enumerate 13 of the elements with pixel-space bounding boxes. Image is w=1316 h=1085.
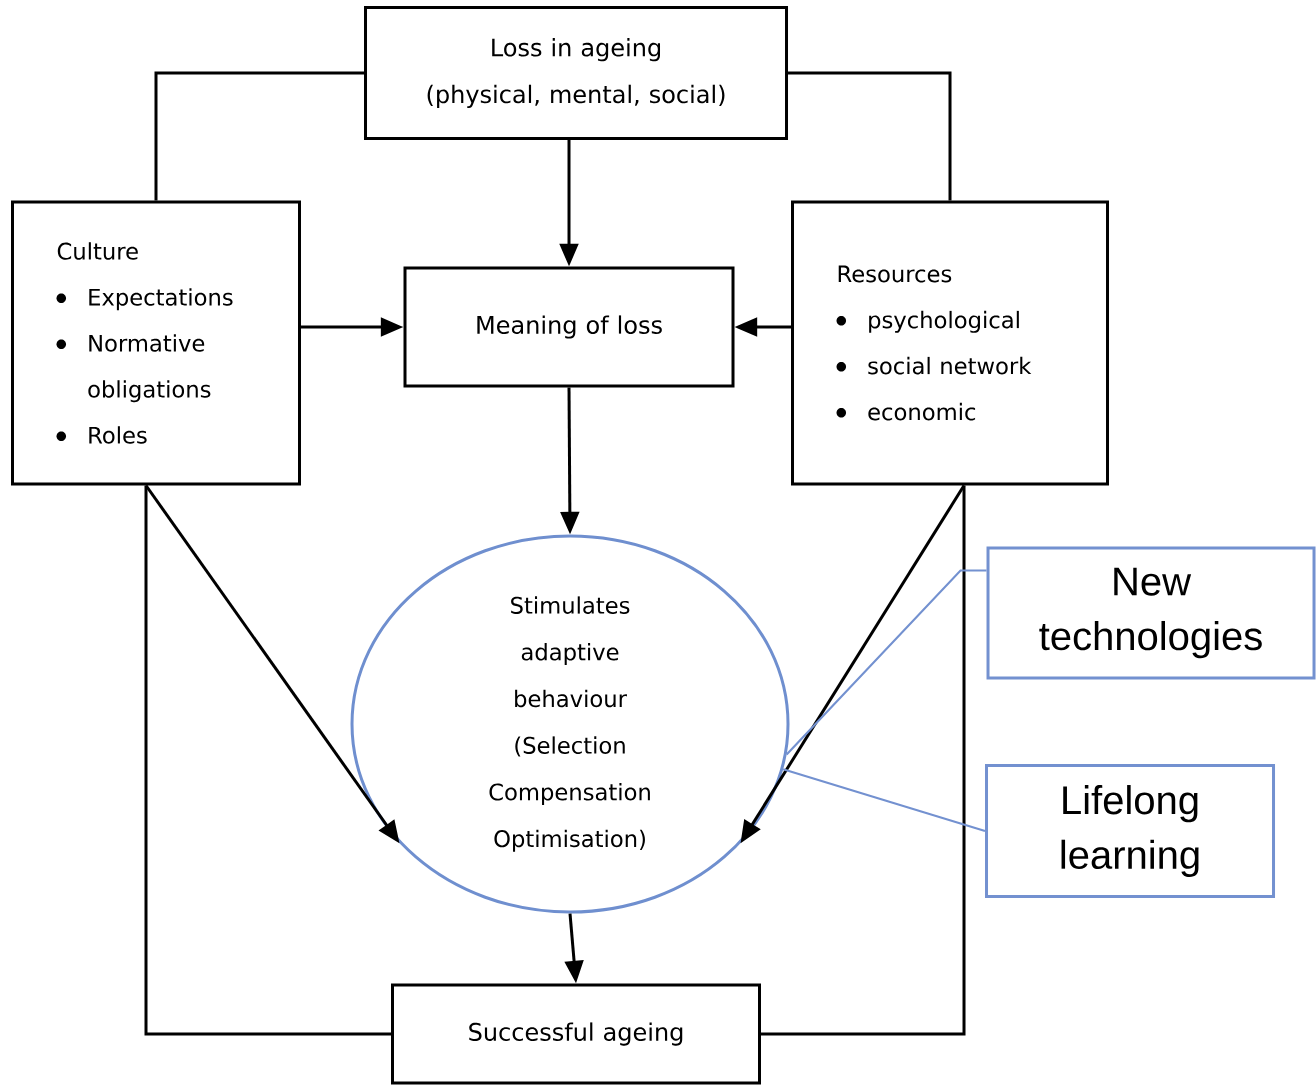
- callout-box: New technologies: [986, 546, 1316, 680]
- process-box: Culture Expectations Normative obligations Roles: [11, 200, 301, 486]
- connector-line: [788, 71, 952, 201]
- process-box: Resources psychological social network economic: [791, 200, 1109, 486]
- process-box: Meaning of loss: [403, 266, 735, 388]
- connector-line: [144, 485, 391, 1036]
- connector-line: [154, 71, 364, 201]
- callout-box: Lifelong learning: [985, 764, 1275, 898]
- leader-line: [782, 768, 986, 833]
- connector-line: [761, 485, 966, 1036]
- process-box: Successful ageing: [391, 983, 761, 1085]
- leader-line: [785, 569, 987, 756]
- process-box: Loss in ageing (physical, mental, social): [364, 6, 788, 140]
